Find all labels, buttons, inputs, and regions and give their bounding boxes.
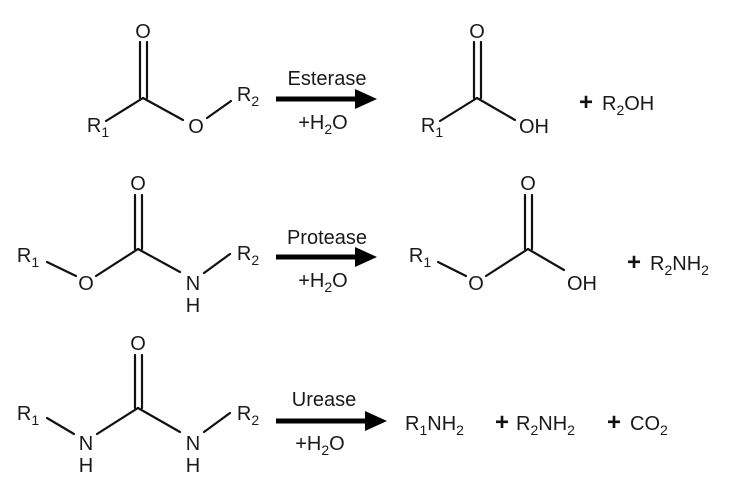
carboxylic-acid-product: O R1 OH <box>421 21 549 140</box>
esterase-arrow: Esterase +H2O <box>276 68 377 137</box>
bond <box>95 406 140 436</box>
water-label: +H2O <box>298 270 347 295</box>
hydrogen-label: H <box>79 455 93 477</box>
carbamate-oxygen-label: O <box>78 273 94 295</box>
arrow-head <box>355 89 377 109</box>
plus-sign: + <box>495 409 509 436</box>
hydrogen-label: H <box>186 295 200 317</box>
water-label: +H2O <box>298 112 347 137</box>
reaction-urease: O R1 N H N H R2 Urease +H2O R1NH2 + R2NH… <box>17 333 668 477</box>
carbonic-acid-monoester-product: O R1 O OH <box>409 173 597 295</box>
r1-label: R1 <box>421 115 443 140</box>
amine-byproduct-label: R2NH2 <box>650 253 709 278</box>
bond <box>205 99 233 120</box>
carbonyl-oxygen-label: O <box>130 333 146 355</box>
r2-label: R2 <box>237 243 259 268</box>
water-label: +H2O <box>295 433 344 458</box>
bond <box>94 247 140 278</box>
ester-reactant: O R1 O R2 <box>87 21 259 140</box>
bond <box>202 252 232 275</box>
r1-label: R1 <box>17 245 39 270</box>
alcohol-byproduct-label: R2OH <box>602 93 654 118</box>
r1-label: R1 <box>87 115 109 140</box>
carbamate-reactant: O R1 O N H R2 <box>17 173 259 317</box>
protease-arrow: Protease +H2O <box>276 227 377 295</box>
urease-products: R1NH2 + R2NH2 + CO2 <box>405 409 668 438</box>
r2-label: R2 <box>237 403 259 428</box>
arrow-head <box>355 247 377 267</box>
bond <box>141 96 185 122</box>
carbonyl-oxygen-label: O <box>520 173 536 195</box>
plus-sign: + <box>607 409 621 436</box>
urea-reactant: O R1 N H N H R2 <box>17 333 259 477</box>
bond <box>484 247 530 278</box>
bond <box>438 96 479 123</box>
bond <box>475 96 517 122</box>
r1-label: R1 <box>409 245 431 270</box>
plus-sign: + <box>579 89 593 116</box>
arrow-head <box>365 411 387 431</box>
reaction-esterase: O R1 O R2 Esterase +H2O O R1 OH + R2OH <box>87 21 654 140</box>
carbon-dioxide-label: CO2 <box>630 413 668 438</box>
ester-oxygen-label: O <box>188 116 204 138</box>
nitrogen-label: N <box>186 433 200 455</box>
hydroxyl-label: OH <box>567 273 597 295</box>
bond <box>202 411 232 434</box>
enzyme-label: Urease <box>292 389 356 411</box>
bond <box>45 260 78 278</box>
bond <box>45 416 76 436</box>
hydrogen-label: H <box>186 455 200 477</box>
urease-arrow: Urease +H2O <box>276 389 387 458</box>
carbonyl-oxygen-label: O <box>130 173 146 195</box>
bond <box>526 247 566 272</box>
bond <box>136 406 182 434</box>
r1-label: R1 <box>17 403 39 428</box>
bond <box>104 96 145 123</box>
nitrogen-label: N <box>79 433 93 455</box>
bond <box>436 260 468 278</box>
bond <box>136 247 182 274</box>
linker-oxygen-label: O <box>468 273 484 295</box>
amine-product-1-label: R1NH2 <box>405 413 464 438</box>
amine-product-2-label: R2NH2 <box>516 413 575 438</box>
nitrogen-label: N <box>186 273 200 295</box>
enzyme-label: Protease <box>287 227 367 249</box>
reaction-protease: O R1 O N H R2 Protease +H2O O R1 O OH + … <box>17 173 709 317</box>
r2-label: R2 <box>237 84 259 109</box>
carbonyl-oxygen-label: O <box>469 21 485 43</box>
enzyme-label: Esterase <box>288 68 367 90</box>
plus-sign: + <box>627 249 641 276</box>
carbonyl-oxygen-label: O <box>135 21 151 43</box>
hydroxyl-label: OH <box>519 116 549 138</box>
